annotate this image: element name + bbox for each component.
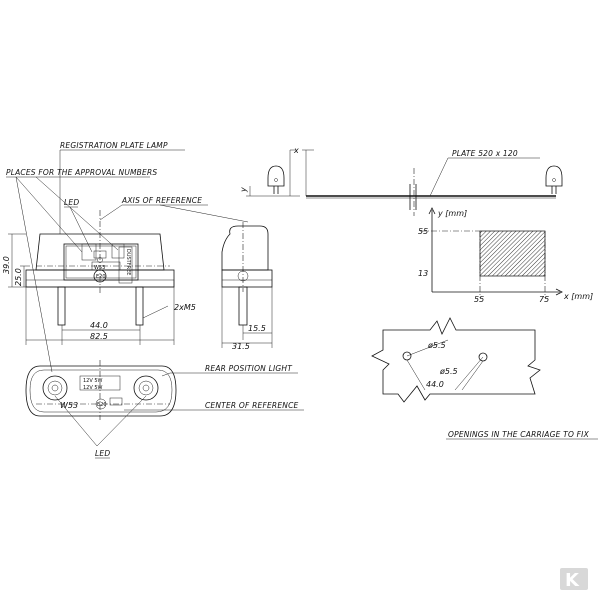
logo-letter: K (565, 570, 580, 591)
side-total-dim: 31.5 (232, 342, 250, 351)
x-tick-55: 55 (474, 295, 484, 304)
svg-text:DUSTFREE: DUSTFREE (125, 249, 131, 275)
led-top-label: LED (64, 198, 79, 207)
plate-label: PLATE 520 x 120 (452, 149, 518, 158)
visibility-area (479, 230, 546, 277)
front-labels: REGISTRATION PLATE LAMP PLACES FOR THE A… (6, 141, 249, 373)
width-total-dim: 82.5 (90, 332, 108, 341)
y-marker: y (239, 187, 248, 193)
front-w53-label: W53 (94, 265, 105, 271)
screw-label: 2xM5 (174, 303, 196, 312)
registration-lamp-label: REGISTRATION PLATE LAMP (60, 141, 168, 150)
bottom-w53-label: W53 (60, 401, 78, 410)
graph-x-label: x [mm] (563, 292, 593, 301)
x-tick-75: 75 (539, 295, 549, 304)
bottom-labels: REAR POSITION LIGHT CENTER OF REFERENCE … (54, 364, 304, 459)
openings-label: OPENINGS IN THE CARRIAGE TO FIX (448, 430, 590, 439)
dia-2-dim: ø5.5 (439, 367, 458, 376)
rear-position-light-label: REAR POSITION LIGHT (205, 364, 293, 373)
svg-text:E20: E20 (96, 274, 106, 280)
openings-detail: ø5.5 ø5.5 44.0 OPENINGS IN THE CARRIAGE … (371, 317, 598, 440)
marking-label: 12V 5W (83, 378, 103, 384)
svg-text:12V 5W: 12V 5W (83, 385, 103, 391)
height-outer-dim: 39.0 (2, 256, 11, 274)
axis-reference-label: AXIS OF REFERENCE (121, 196, 202, 205)
side-width-dim: 15.5 (248, 324, 266, 333)
plate-view: x y PLATE 520 x 120 (239, 146, 563, 216)
front-view: DUSTFREE W53 E20 39.0 25.0 44.0 82.5 2xM… (2, 210, 196, 345)
y-tick-55: 55 (418, 227, 428, 236)
brand-logo: K (560, 568, 588, 591)
side-view: 15.5 31.5 (221, 222, 273, 351)
field-graph: y [mm] x [mm] 55 13 55 75 (418, 207, 593, 304)
bottom-view: 12V 5W 12V 5W W53 E20 (25, 360, 177, 420)
y-tick-13: 13 (418, 269, 428, 278)
graph-y-label: y [mm] (437, 209, 467, 218)
led-bottom-label: LED (95, 449, 110, 458)
hole-dist-dim: 44.0 (426, 380, 444, 389)
approval-places-label: PLACES FOR THE APPROVAL NUMBERS (6, 168, 157, 177)
height-inner-dim: 25.0 (14, 268, 23, 286)
width-holes-dim: 44.0 (90, 321, 108, 330)
x-marker: x (293, 146, 299, 155)
dia-1-dim: ø5.5 (427, 341, 446, 350)
center-reference-label: CENTER OF REFERENCE (205, 401, 299, 410)
svg-text:E20: E20 (97, 402, 107, 408)
